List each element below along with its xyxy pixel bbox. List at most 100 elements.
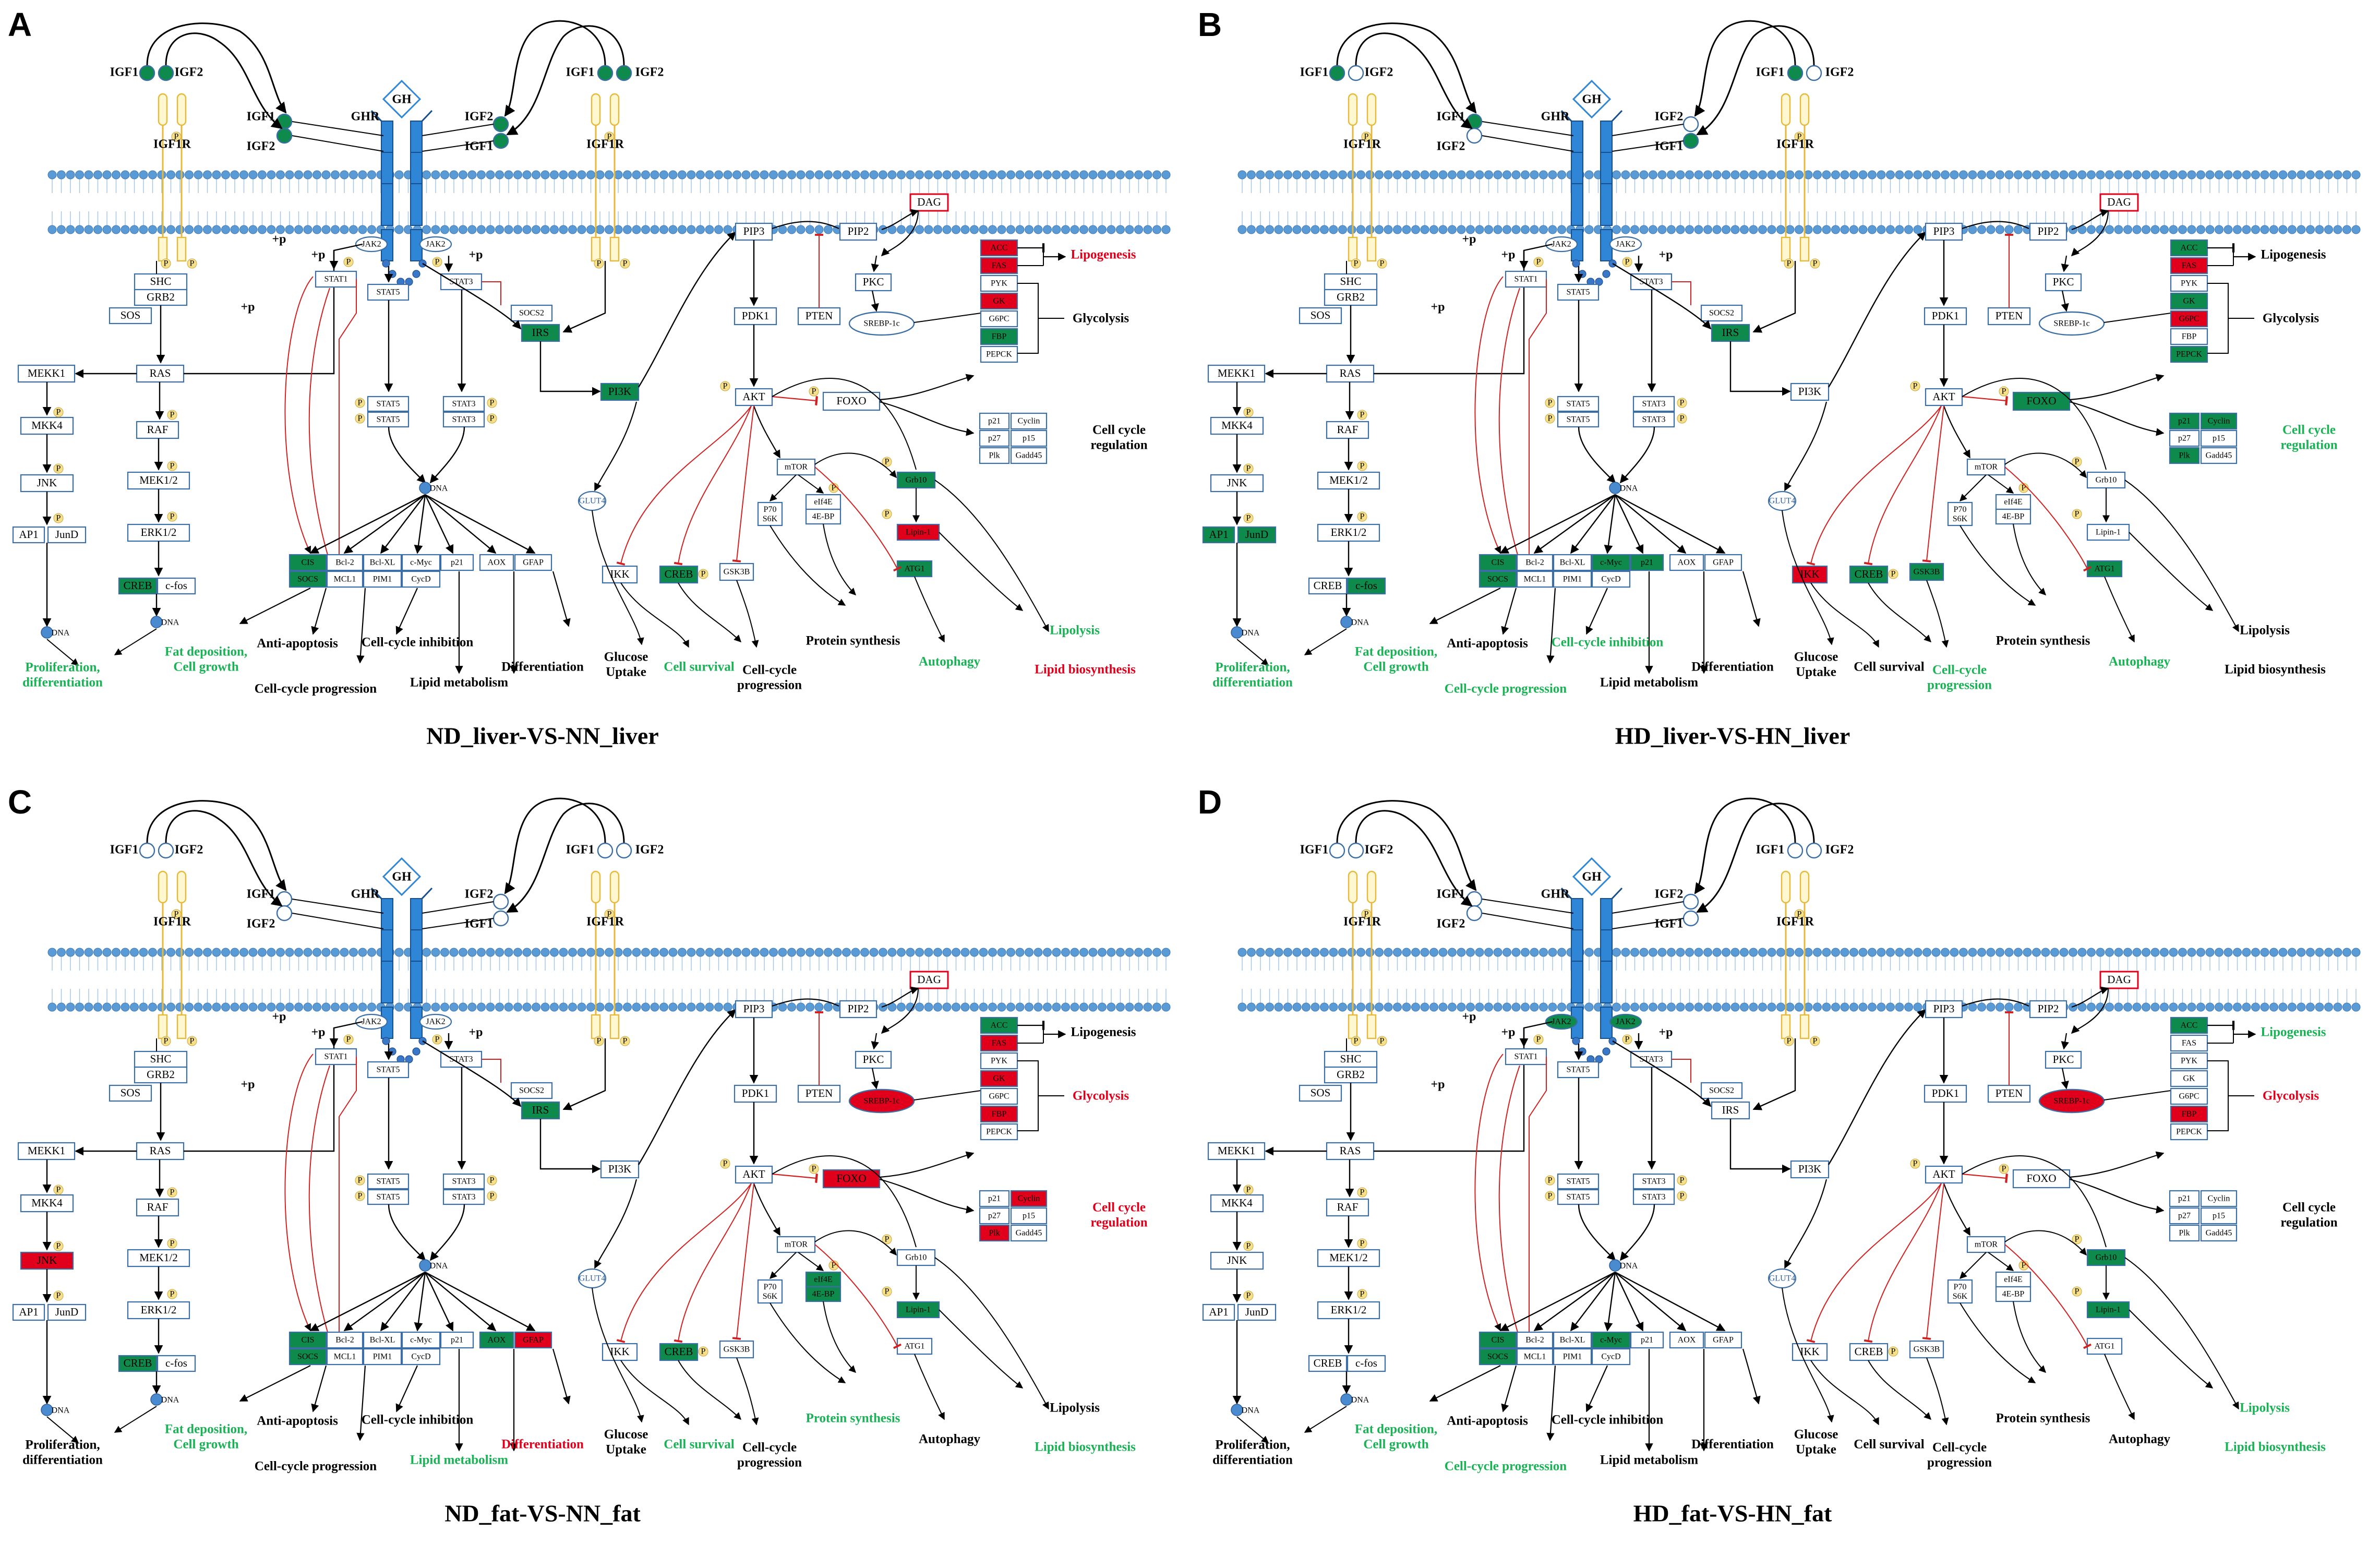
gene-stat3[interactable]: STAT3: [1632, 1189, 1675, 1205]
gene-ap1[interactable]: AP1: [12, 1303, 45, 1321]
gene-cis[interactable]: CIS: [1479, 1331, 1517, 1349]
gene-cyclin[interactable]: Cyclin: [1010, 412, 1048, 430]
gene-gfap[interactable]: GFAP: [1704, 1331, 1742, 1349]
gene-p27[interactable]: p27: [979, 1207, 1010, 1225]
gene-p15[interactable]: p15: [2200, 429, 2238, 447]
gene-p21n[interactable]: p21: [1630, 1331, 1664, 1349]
gene-mtor[interactable]: mTOR: [776, 458, 816, 476]
gene-atg1[interactable]: ATG1: [896, 1337, 933, 1355]
gene-g6pc[interactable]: G6PC: [980, 1087, 1018, 1105]
gene-cycd[interactable]: CycD: [1591, 570, 1631, 588]
gene-stat1[interactable]: STAT1: [1505, 270, 1547, 288]
gene-fas[interactable]: FAS: [980, 257, 1018, 274]
gene-gadd45[interactable]: Gadd45: [2200, 447, 2238, 464]
gene-jak2[interactable]: JAK2: [419, 1013, 452, 1030]
gene-fas[interactable]: FAS: [2170, 1034, 2208, 1052]
gene-gsk3b[interactable]: GSK3B: [719, 1340, 754, 1359]
gene-ras[interactable]: RAS: [136, 364, 185, 383]
gene-pip2[interactable]: PIP2: [2029, 222, 2068, 241]
gene-g6pc[interactable]: G6PC: [2170, 1087, 2208, 1105]
gene-cmyc[interactable]: c-Myc: [401, 1331, 441, 1349]
gene-acc[interactable]: ACC: [980, 239, 1018, 257]
gene-pip2[interactable]: PIP2: [839, 222, 878, 241]
gene-acc[interactable]: ACC: [2170, 239, 2208, 257]
gene-creb[interactable]: CREB: [659, 1343, 699, 1361]
gene-pepck[interactable]: PEPCK: [980, 1123, 1018, 1141]
gene-fbp[interactable]: FBP: [2170, 328, 2208, 345]
gene-jak2[interactable]: JAK2: [1545, 236, 1578, 253]
gene-acc[interactable]: ACC: [2170, 1016, 2208, 1034]
gene-mkk4[interactable]: MKK4: [20, 416, 74, 435]
gene-gk[interactable]: GK: [980, 1070, 1018, 1087]
gene-p21n[interactable]: p21: [440, 1331, 474, 1349]
gene-mek12[interactable]: MEK1/2: [127, 1249, 190, 1267]
gene-pten[interactable]: PTEN: [1987, 1084, 2031, 1103]
gene-plk[interactable]: Plk: [2169, 447, 2200, 464]
gene-bcl2[interactable]: Bcl-2: [1516, 1331, 1554, 1349]
gene-pepck[interactable]: PEPCK: [2170, 345, 2208, 363]
gene-ras[interactable]: RAS: [1326, 364, 1375, 383]
gene-socs[interactable]: SOCS: [1479, 570, 1517, 588]
gene-g6pc[interactable]: G6PC: [980, 310, 1018, 328]
gene-mkk4[interactable]: MKK4: [1210, 1194, 1264, 1213]
gene-raf[interactable]: RAF: [136, 421, 179, 439]
gene-pim1[interactable]: PIM1: [363, 570, 402, 588]
gene-pi3k[interactable]: PI3K: [600, 382, 640, 401]
gene-g6pc[interactable]: G6PC: [2170, 310, 2208, 328]
gene-fbp[interactable]: FBP: [2170, 1105, 2208, 1123]
gene-pip3[interactable]: PIP3: [1925, 222, 1963, 241]
gene-pepck[interactable]: PEPCK: [980, 345, 1018, 363]
gene-creb[interactable]: CREB: [118, 577, 158, 595]
gene-pyk[interactable]: PYK: [2170, 1052, 2208, 1070]
gene-socs2[interactable]: SOCS2: [1700, 304, 1743, 322]
gene-creb[interactable]: CREB: [118, 1355, 158, 1372]
gene-srebp-1c[interactable]: SREBP-1c: [848, 311, 915, 336]
gene-pten[interactable]: PTEN: [1987, 307, 2031, 326]
gene-4ebp[interactable]: 4E-BP: [1995, 508, 2032, 525]
gene-p27[interactable]: p27: [2169, 429, 2200, 447]
gene-erk12[interactable]: ERK1/2: [127, 523, 190, 542]
gene-plk[interactable]: Plk: [979, 447, 1010, 464]
gene-shc[interactable]: SHC: [1324, 273, 1378, 291]
gene-stat1[interactable]: STAT1: [1505, 1048, 1547, 1066]
gene-dag[interactable]: DAG: [909, 193, 949, 212]
gene-akt[interactable]: AKT: [735, 1165, 773, 1184]
gene-mek12[interactable]: MEK1/2: [1317, 1249, 1380, 1267]
gene-jnk[interactable]: JNK: [1210, 474, 1264, 493]
gene-p21n[interactable]: p21: [440, 554, 474, 571]
gene-dag[interactable]: DAG: [909, 971, 949, 989]
gene-fbp[interactable]: FBP: [980, 328, 1018, 345]
gene-stat3[interactable]: STAT3: [442, 1189, 485, 1205]
gene-stat5[interactable]: STAT5: [1557, 1061, 1600, 1079]
gene-pyk[interactable]: PYK: [2170, 274, 2208, 292]
gene-foxo[interactable]: FOXO: [822, 1169, 881, 1189]
gene-grb2[interactable]: GRB2: [1324, 1066, 1378, 1084]
gene-raf[interactable]: RAF: [136, 1198, 179, 1217]
gene-fbp[interactable]: FBP: [980, 1105, 1018, 1123]
gene-stat3[interactable]: STAT3: [1632, 1173, 1675, 1190]
gene-p21[interactable]: p21: [979, 412, 1010, 430]
gene-foxo[interactable]: FOXO: [822, 391, 881, 411]
gene-pkc[interactable]: PKC: [2045, 1050, 2082, 1069]
gene-glut4[interactable]: GLUT4: [578, 491, 607, 511]
gene-jak2[interactable]: JAK2: [1609, 1013, 1642, 1030]
gene-pten[interactable]: PTEN: [797, 1084, 841, 1103]
gene-atg1[interactable]: ATG1: [2086, 560, 2123, 578]
gene-cis[interactable]: CIS: [289, 1331, 327, 1349]
gene-stat5[interactable]: STAT5: [1557, 283, 1600, 301]
gene-gsk3b[interactable]: GSK3B: [1909, 563, 1944, 581]
gene-jak2[interactable]: JAK2: [355, 236, 388, 253]
gene-bclxl[interactable]: Bcl-XL: [1553, 1331, 1592, 1349]
gene-stat5[interactable]: STAT5: [367, 1173, 410, 1190]
gene-cis[interactable]: CIS: [289, 554, 327, 571]
gene-4ebp[interactable]: 4E-BP: [805, 1286, 842, 1302]
gene-grb10[interactable]: Grb10: [896, 1249, 936, 1266]
gene-jund[interactable]: JunD: [1237, 526, 1277, 544]
gene-bcl2[interactable]: Bcl-2: [326, 1331, 364, 1349]
gene-jund[interactable]: JunD: [1237, 1303, 1277, 1321]
gene-gadd45[interactable]: Gadd45: [1010, 447, 1048, 464]
gene-atg1[interactable]: ATG1: [2086, 1337, 2123, 1355]
gene-pip2[interactable]: PIP2: [2029, 1000, 2068, 1019]
